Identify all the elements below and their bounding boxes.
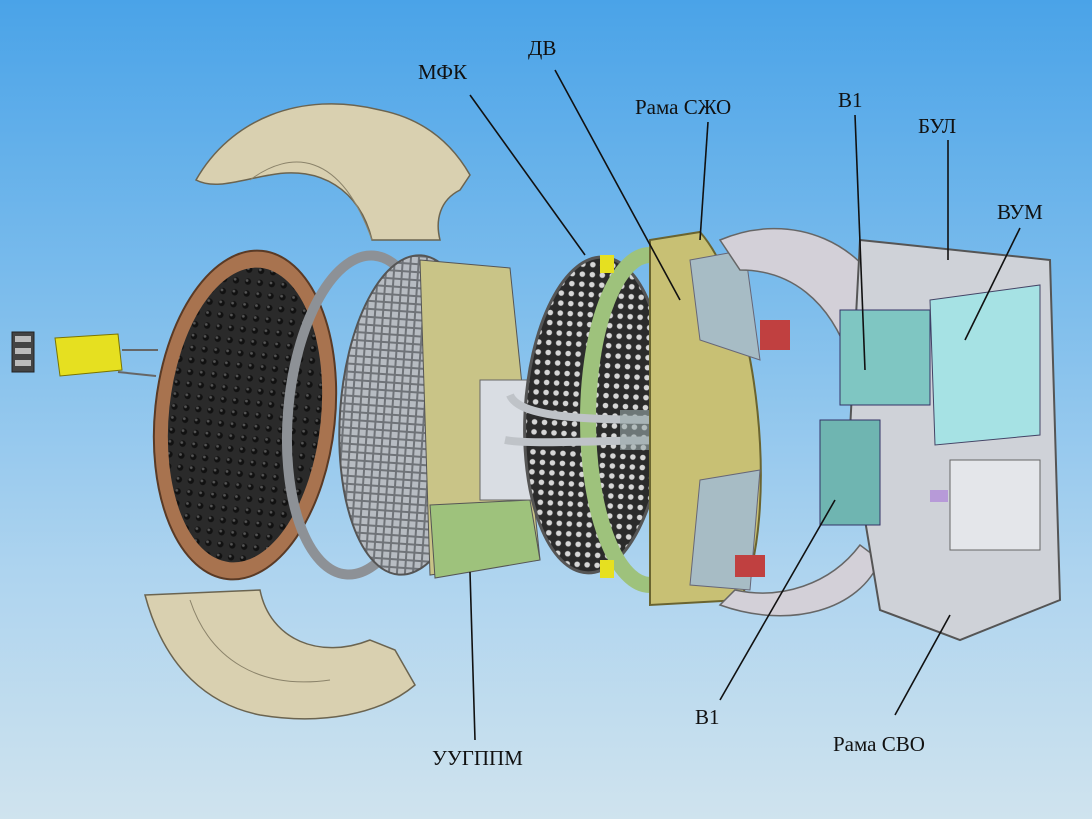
label-mfk: МФК — [418, 60, 467, 84]
label-v1-bottom: В1 — [695, 705, 720, 729]
label-vum: ВУМ — [997, 200, 1043, 224]
label-uugppm: УУГППМ — [432, 746, 523, 770]
lower-shield-panel — [144, 589, 416, 720]
leader-mfk — [469, 94, 586, 256]
leader-v1-bottom — [719, 499, 836, 701]
leader-vum — [964, 227, 1021, 341]
leader-v1-top — [854, 114, 866, 371]
szho-frame — [649, 230, 790, 607]
yellow-module — [54, 333, 158, 377]
label-bul: БУЛ — [918, 114, 957, 138]
uugppm-assembly — [419, 259, 541, 579]
leader-dv — [554, 69, 681, 301]
upper-shield-panel — [194, 103, 471, 241]
leader-rama-svo — [894, 614, 951, 716]
connector-block — [11, 331, 35, 373]
leader-rama-szho — [699, 121, 709, 241]
label-v1-top: В1 — [838, 88, 863, 112]
leader-uugppm — [469, 571, 476, 741]
label-rama-szho: Рама СЖО — [635, 95, 732, 119]
label-rama-svo: Рама СВО — [833, 732, 925, 756]
electronics-block — [819, 238, 1062, 642]
label-dv: ДВ — [528, 36, 557, 60]
leader-lines — [469, 69, 1021, 741]
